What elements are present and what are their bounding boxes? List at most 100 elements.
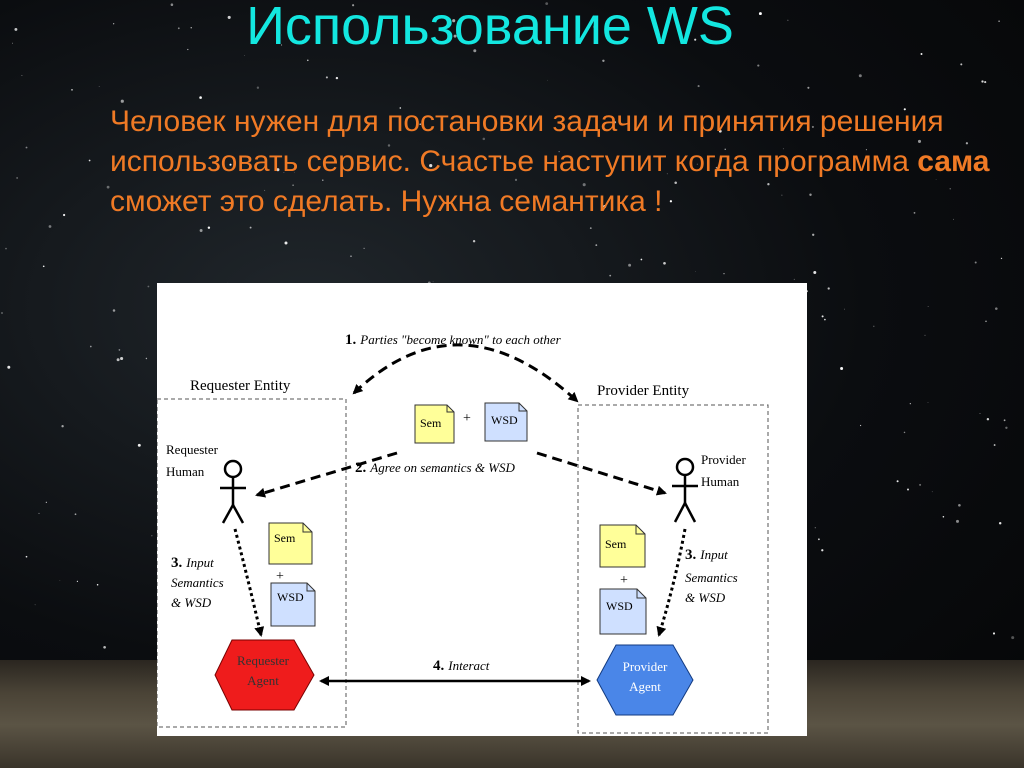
star [757, 64, 760, 67]
provider-agent-label-line2: Agent [629, 679, 661, 694]
left-sem-label: Sem [274, 531, 296, 545]
star [965, 142, 969, 145]
provider-human-icon [672, 457, 698, 523]
star [147, 285, 150, 288]
star [170, 3, 174, 6]
star [363, 247, 365, 250]
star [190, 27, 192, 29]
star [814, 527, 816, 529]
star [993, 444, 996, 446]
star [942, 516, 945, 518]
star [244, 55, 246, 56]
step3-arrow-left [233, 528, 265, 637]
star [325, 76, 328, 79]
star [663, 261, 666, 265]
star [589, 227, 592, 229]
center-sem-label: Sem [420, 416, 442, 430]
step1-label: 1.Parties "become known" to each other [345, 332, 562, 348]
requester-entity-box [157, 398, 347, 728]
star [840, 367, 844, 370]
star [177, 27, 180, 30]
left-wsd-label: WSD [277, 590, 304, 604]
star [809, 193, 812, 197]
star [697, 85, 700, 88]
star [860, 424, 862, 427]
step2-text: Agree on semantics & WSD [369, 460, 515, 475]
step2-label: 2.Agree on semantics & WSD [355, 460, 516, 476]
star [935, 179, 937, 180]
star [812, 233, 815, 236]
star [782, 148, 784, 150]
star [45, 501, 47, 503]
star [793, 278, 795, 280]
star [103, 645, 106, 649]
star [5, 247, 7, 250]
star [724, 148, 726, 150]
step4-text: Interact [447, 658, 490, 673]
right-wsd-label: WSD [606, 599, 633, 613]
right-sem-label: Sem [605, 537, 627, 551]
star [48, 225, 52, 228]
star [1, 312, 3, 314]
star [715, 166, 718, 169]
star [823, 124, 825, 126]
star [283, 171, 285, 173]
star [399, 107, 402, 109]
star [284, 241, 288, 245]
requester-human-icon [220, 459, 246, 524]
right-plus-label: + [620, 573, 628, 588]
star [74, 513, 77, 516]
star [264, 189, 266, 191]
star [89, 345, 92, 348]
star [514, 178, 518, 181]
center-plus-label: + [463, 411, 471, 426]
star [335, 76, 339, 80]
star [137, 443, 141, 447]
star [723, 273, 725, 275]
star [613, 121, 617, 124]
center-sem-document-icon: Sem [414, 404, 455, 444]
requester-agent-label-line1: Requester [237, 653, 290, 668]
provider-agent-label-line1: Provider [623, 659, 668, 674]
star [811, 125, 814, 128]
star [473, 49, 477, 53]
star [452, 19, 456, 23]
star [175, 198, 177, 200]
star [42, 265, 45, 268]
star [865, 149, 867, 151]
step1-arrow [352, 343, 579, 403]
slide-body-text: Человек нужен для постановки задачи и пр… [110, 102, 1010, 222]
star [949, 188, 951, 190]
star [843, 308, 845, 310]
step3-right-line1: 3.Input [685, 547, 728, 563]
star [917, 139, 922, 143]
star [151, 535, 153, 537]
step2-arrow-right [536, 451, 667, 496]
ws-semantics-diagram: Requester Entity Provider Entity 1.Parti… [157, 283, 807, 736]
step3-right-text1: Input [699, 547, 728, 562]
star [547, 79, 548, 81]
diagram-canvas: Requester Entity Provider Entity 1.Parti… [157, 332, 769, 734]
star [640, 258, 643, 261]
star [998, 20, 1000, 23]
star [758, 12, 762, 16]
star [350, 255, 352, 257]
star [1005, 426, 1008, 429]
star [120, 99, 124, 103]
star [547, 19, 550, 22]
star [62, 213, 66, 217]
step2-arrow-left [255, 451, 398, 498]
requester-human-label-line2: Human [166, 464, 205, 479]
star [593, 25, 597, 29]
star [896, 480, 899, 483]
star [858, 74, 862, 78]
star [118, 349, 121, 351]
provider-agent-hexagon: Provider Agent [596, 644, 694, 716]
step1-number: 1. [345, 332, 357, 348]
star [7, 365, 11, 369]
star [25, 555, 28, 558]
step1-text: Parties "become known" to each other [359, 332, 561, 347]
star [767, 183, 770, 186]
star [76, 580, 78, 583]
star [145, 357, 148, 360]
